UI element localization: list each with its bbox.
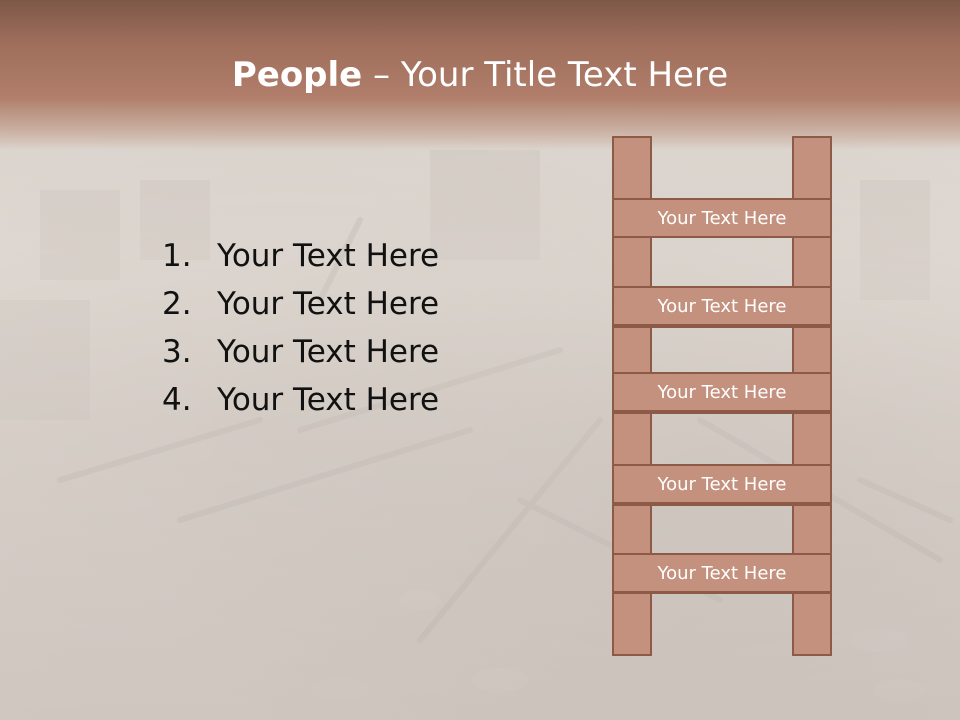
list-text: Your Text Here [217, 334, 440, 370]
ladder-rung-3: Your Text Here [612, 372, 832, 412]
list-item: 4. Your Text Here [162, 376, 439, 424]
ladder-rung-2: Your Text Here [612, 286, 832, 326]
title-bold: People [231, 55, 363, 95]
list-text: Your Text Here [217, 382, 440, 418]
ladder-stripe [614, 592, 830, 594]
ladder-stripe [614, 326, 830, 328]
list-text: Your Text Here [217, 238, 440, 274]
ladder-rung-4: Your Text Here [612, 464, 832, 504]
ladder-rung-1: Your Text Here [612, 198, 832, 238]
ladder-rung-5: Your Text Here [612, 553, 832, 593]
numbered-list: 1. Your Text Here 2. Your Text Here 3. Your… [162, 232, 439, 424]
slide-title: People – Your Title Text Here [0, 52, 960, 98]
list-number: 3. [162, 334, 192, 370]
list-item: 3. Your Text Here [162, 328, 439, 376]
ladder-stripe [614, 412, 830, 414]
ladder-stripe [614, 504, 830, 506]
list-text: Your Text Here [217, 286, 440, 322]
list-item: 1. Your Text Here [162, 232, 439, 280]
title-band [0, 0, 960, 150]
title-dash: – [362, 55, 401, 95]
list-number: 2. [162, 286, 192, 322]
list-item: 2. Your Text Here [162, 280, 439, 328]
list-number: 4. [162, 382, 192, 418]
title-rest: Your Title Text Here [400, 55, 729, 95]
list-number: 1. [162, 238, 192, 274]
